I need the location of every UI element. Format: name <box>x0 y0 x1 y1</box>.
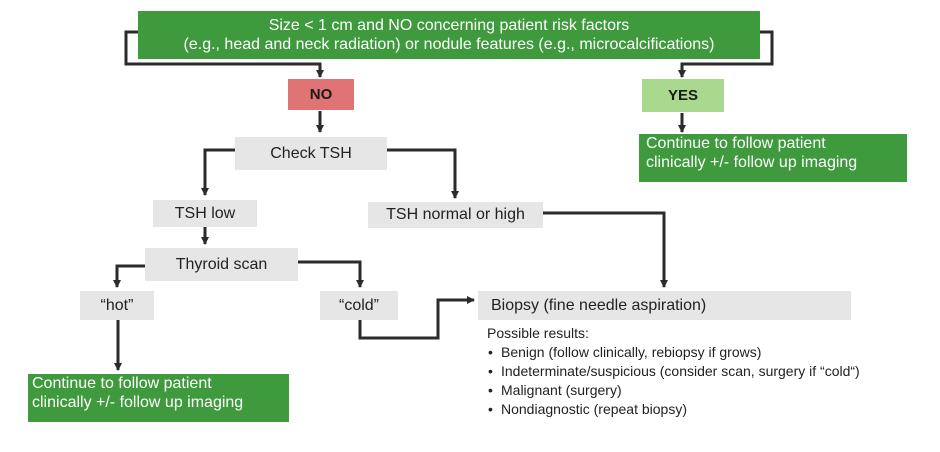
yes-outcome-line1: Continue to follow patient <box>646 135 826 152</box>
yes-outcome-box: Continue to follow patient clinically +/… <box>639 134 907 182</box>
hot-outcome-line1: Continue to follow patient <box>32 375 212 392</box>
tsh-low-label: TSH low <box>174 204 236 222</box>
top-question-line1: Size < 1 cm and NO concerning patient ri… <box>268 16 630 34</box>
arrow-check-tsh-to-normal <box>387 148 459 199</box>
biopsy-box: Biopsy (fine needle aspiration) <box>478 291 851 320</box>
arrow-top-to-yes <box>678 30 774 78</box>
hot-outcome-box: Continue to follow patient clinically +/… <box>28 374 289 422</box>
result-item-benign: Benign (follow clinically, rebiopsy if g… <box>487 343 907 362</box>
yes-box: YES <box>642 79 724 112</box>
no-box: NO <box>288 79 354 110</box>
result-item-indeterminate: Indeterminate/suspicious (consider scan,… <box>487 362 907 381</box>
thyroid-scan-label: Thyroid scan <box>175 255 268 273</box>
no-label: NO <box>309 85 333 103</box>
tsh-normal-high-box: TSH normal or high <box>368 202 543 228</box>
top-question-box: Size < 1 cm and NO concerning patient ri… <box>138 11 760 59</box>
biopsy-label: Biopsy (fine needle aspiration) <box>491 296 707 314</box>
check-tsh-box: Check TSH <box>235 137 387 170</box>
hot-box: “hot” <box>80 291 154 320</box>
check-tsh-label: Check TSH <box>270 144 352 162</box>
arrow-top-to-no <box>124 30 324 78</box>
result-item-malignant: Malignant (surgery) <box>487 381 907 400</box>
result-item-nondiagnostic: Nondiagnostic (repeat biopsy) <box>487 400 907 419</box>
arrow-scan-to-cold <box>298 260 364 288</box>
hot-outcome-line2: clinically +/- follow up imaging <box>32 394 244 412</box>
tsh-low-box: TSH low <box>153 200 257 227</box>
possible-results-heading: Possible results: <box>487 325 589 341</box>
cold-box: “cold” <box>320 291 398 320</box>
arrow-normal-to-biopsy <box>543 211 668 288</box>
arrow-check-tsh-to-low <box>201 148 235 196</box>
yes-outcome-line2: clinically +/- follow up imaging <box>646 154 858 172</box>
possible-results-list: Benign (follow clinically, rebiopsy if g… <box>487 343 907 419</box>
hot-label: “hot” <box>100 296 134 314</box>
cold-label: “cold” <box>338 296 379 314</box>
arrow-cold-to-biopsy <box>358 296 475 340</box>
arrow-scan-to-hot <box>113 264 145 288</box>
tsh-normal-high-label: TSH normal or high <box>386 206 525 224</box>
yes-label: YES <box>667 86 698 104</box>
thyroid-scan-box: Thyroid scan <box>145 248 298 281</box>
top-question-line2: (e.g., head and neck radiation) or nodul… <box>183 36 715 53</box>
possible-results: Possible results: Benign (follow clinica… <box>487 324 907 419</box>
